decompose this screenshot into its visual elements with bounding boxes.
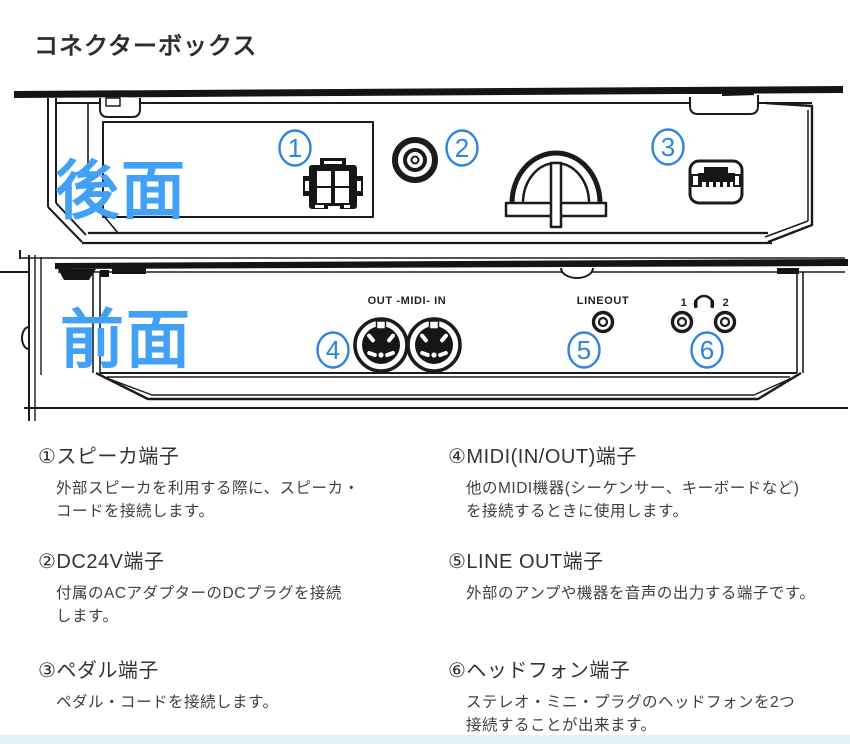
- desc-body-1: 外部スピーカを利用する際に、スピーカ・ コードを接続します。: [56, 480, 360, 520]
- cable-hook: [504, 150, 608, 229]
- callout-4: 4: [316, 331, 350, 369]
- phones-1-label: 1: [681, 297, 688, 309]
- svg-text:5: 5: [577, 335, 591, 365]
- phones-2-label: 2: [723, 297, 730, 309]
- descriptions-left-column: ①スピーカ端子 外部スピーカを利用する際に、スピーカ・ コードを接続します。 ②…: [38, 440, 438, 714]
- bottom-accent-bar: [0, 735, 850, 744]
- desc-block-pedal: ③ペダル端子 ペダル・コードを接続します。: [38, 654, 438, 714]
- midi-label: OUT -MIDI- IN: [368, 295, 447, 307]
- desc-heading-2: ②DC24V端子: [38, 551, 165, 573]
- front-view-drawing: OUT -MIDI- IN LINEOUT 1 2 前面 4 5 6: [0, 255, 848, 421]
- phones-jack-2: [713, 310, 737, 334]
- lineout-jack: [591, 310, 615, 334]
- speaker-connector: [303, 158, 363, 209]
- front-view-label: 前面: [60, 304, 192, 376]
- desc-block-midi: ④MIDI(IN/OUT)端子 他のMIDI機器(シーケンサー、キーボードなど)…: [448, 440, 848, 523]
- callout-1: 1: [278, 129, 312, 167]
- svg-text:4: 4: [326, 335, 340, 365]
- rear-recessed-area: [102, 121, 374, 218]
- desc-block-speaker: ①スピーカ端子 外部スピーカを利用する際に、スピーカ・ コードを接続します。: [38, 440, 438, 523]
- svg-text:1: 1: [288, 133, 302, 163]
- svg-text:3: 3: [661, 132, 675, 162]
- page-title: コネクターボックス: [34, 33, 258, 60]
- headphone-icon: [693, 294, 715, 308]
- desc-heading-5: ⑤LINE OUT端子: [448, 551, 604, 573]
- desc-body-3: ペダル・コードを接続します。: [56, 694, 279, 711]
- desc-heading-6: ⑥ヘッドフォン端子: [448, 660, 631, 682]
- callout-6: 6: [690, 331, 724, 369]
- midi-in-jack: [406, 317, 462, 373]
- front-top-bar: [55, 259, 848, 269]
- phones-jack-1: [670, 310, 694, 334]
- desc-body-4: 他のMIDI機器(シーケンサー、キーボードなど) を接続するときに使用します。: [466, 480, 800, 520]
- desc-block-headphone: ⑥ヘッドフォン端子 ステレオ・ミニ・プラグのヘッドフォンを2つ 接続することが出…: [448, 654, 848, 737]
- svg-text:6: 6: [700, 335, 714, 365]
- rear-right-latch: [688, 88, 759, 115]
- callout-3: 3: [651, 128, 685, 166]
- desc-block-dc24v: ②DC24V端子 付属のACアダプターのDCプラグを接続 します。: [38, 545, 438, 628]
- desc-body-6: ステレオ・ミニ・プラグのヘッドフォンを2つ 接続することが出来ます。: [466, 694, 796, 734]
- midi-out-jack: [353, 317, 409, 373]
- desc-heading-3: ③ペダル端子: [38, 660, 159, 682]
- callout-2: 2: [445, 129, 479, 167]
- rear-left-latch: [99, 97, 141, 118]
- rear-view-label: 後面: [55, 155, 187, 227]
- callout-5: 5: [567, 331, 601, 369]
- dc-jack: [392, 137, 438, 183]
- desc-heading-1: ①スピーカ端子: [38, 446, 180, 468]
- desc-body-2: 付属のACアダプターのDCプラグを接続 します。: [56, 585, 342, 625]
- svg-text:2: 2: [455, 133, 469, 163]
- rear-view-drawing: 後面 1 2 3: [14, 86, 845, 259]
- desc-block-lineout: ⑤LINE OUT端子 外部のアンプや機器を音声の出力する端子です。: [448, 545, 848, 605]
- desc-heading-4: ④MIDI(IN/OUT)端子: [448, 446, 637, 468]
- desc-body-5: 外部のアンプや機器を音声の出力する端子です。: [466, 585, 816, 602]
- descriptions-right-column: ④MIDI(IN/OUT)端子 他のMIDI機器(シーケンサー、キーボードなど)…: [448, 440, 848, 737]
- lineout-label: LINEOUT: [577, 295, 629, 307]
- pedal-connector: [688, 159, 744, 205]
- rear-top-bar: [14, 86, 843, 98]
